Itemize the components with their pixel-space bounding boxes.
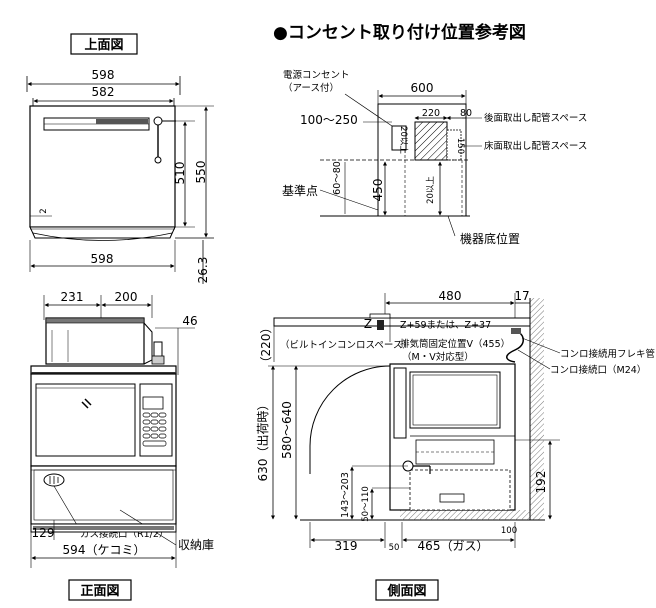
dim-600: 600 (411, 81, 434, 95)
dim-582: 582 (92, 85, 115, 99)
builtin-space-label: （ビルトインコンロスペース） (280, 339, 412, 351)
top-view-title: 上面図 (84, 38, 123, 53)
keypad[interactable] (142, 412, 167, 447)
dim-2: 2 (39, 208, 49, 213)
dim-319: 319 (335, 539, 358, 553)
dim-231: 231 (61, 290, 84, 304)
flex-pipe-icon (506, 329, 524, 363)
exhaust-stack (45, 317, 145, 365)
stove-flex-pipe-label: コンロ接続用フレキ管 (560, 348, 655, 360)
dim-46: 46 (182, 314, 197, 328)
z-formula: Z+59または、Z+37 (400, 320, 491, 331)
stove-inlet-label: コンロ接続口（M24） (550, 364, 646, 376)
dim-129: 129 (32, 526, 55, 540)
dim-598-bottom: 598 (91, 252, 114, 266)
dim-580-640: 580～640 (280, 401, 294, 459)
dim-26-3: 26.3 (196, 257, 210, 284)
front-view-title: 正面図 (80, 584, 119, 599)
dim-480: 480 (439, 289, 462, 303)
dim-550: 550 (194, 161, 208, 184)
dim-510: 510 (173, 162, 187, 185)
z-label: Z (364, 317, 372, 331)
front-view: 231 200 46 (30, 290, 214, 601)
dim-465: 465（ガス） (418, 539, 489, 553)
top-view-title-box (70, 33, 138, 55)
door-swing-arc (309, 365, 391, 474)
gas-fitting-icon (153, 116, 163, 126)
exhaust-position-label: 排気筒固定位置V（455） (400, 338, 510, 350)
outlet-reference-view: ●コンセント取り付け位置参考図 電源コンセント （アース付） 600 220 8… (273, 22, 587, 246)
dim-17: 17 (514, 289, 529, 303)
dim-220: 220 (422, 108, 440, 119)
fitting-end-icon (154, 156, 162, 164)
dim-143-203: 143～203 (340, 472, 351, 518)
exhaust-bar-dark (96, 119, 148, 124)
dim-150: 150 (455, 138, 465, 154)
floor-pipe-space-label: 床面取出し配管スペース (484, 140, 587, 152)
oven-door (35, 383, 136, 457)
rear-pipe-space-label: 後面取出し配管スペース (484, 112, 587, 124)
dim-598-top: 598 (92, 68, 115, 82)
outlet-title: ●コンセント取り付け位置参考図 (273, 22, 526, 43)
side-view-title-box (375, 579, 439, 601)
mv-type-label: （M・V対応型） (402, 351, 474, 363)
power-outlet (391, 125, 407, 151)
top-view: 上面図 598 582 2 510 550 (26, 33, 214, 284)
storage-label: 収納庫 (178, 538, 214, 552)
dim-220-paren: （220） (259, 322, 273, 369)
dim-594: 594（ケコミ） (63, 543, 146, 557)
dim-192: 192 (534, 471, 548, 494)
dim-20-up-b: 20以上 (426, 176, 436, 204)
logo-icon (81, 398, 92, 409)
dim-60-80: 60～80 (332, 161, 343, 195)
dim-200: 200 (115, 290, 138, 304)
dim-450: 450 (371, 179, 385, 202)
rear-wall (530, 298, 544, 520)
side-view: 480 17 Z Z+59または、Z+37 排気筒固定位置V（455） （M・V… (256, 289, 655, 601)
side-view-title: 側面図 (386, 583, 426, 599)
rear-pipe-space (414, 121, 448, 161)
front-view-title-box (68, 579, 132, 601)
dim-630: 630（出荷時） (256, 399, 270, 482)
base-position-label: 機器底位置 (460, 231, 520, 246)
dim-100: 100 (501, 526, 517, 536)
dim-50-110: 50～110 (361, 486, 371, 522)
display-screen (142, 396, 164, 410)
dim-50: 50 (389, 543, 400, 553)
power-outlet-label-1: 電源コンセント (283, 70, 350, 81)
dim-80: 80 (460, 108, 472, 119)
power-outlet-label-2: （アース付） (283, 82, 339, 94)
reference-point-label: 基準点 (282, 183, 318, 198)
dim-100-250: 100～250 (300, 113, 358, 127)
dim-20-up-a: 20以上 (398, 126, 408, 154)
